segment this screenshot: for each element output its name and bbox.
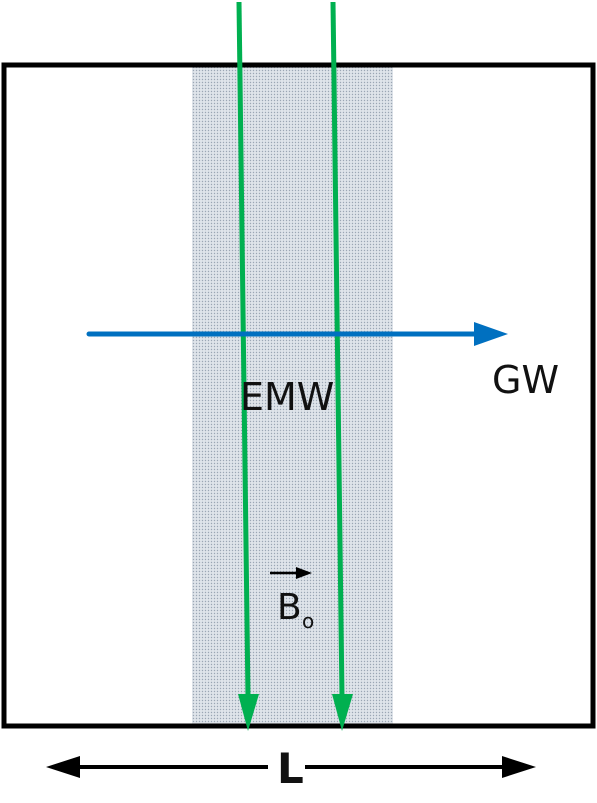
emw-arrow-left xyxy=(236,1,259,731)
length-arrow xyxy=(46,756,536,778)
field-symbol: B xyxy=(277,587,302,628)
emw-arrow-right xyxy=(330,1,353,731)
field-subscript: o xyxy=(302,609,314,633)
emw-label: EMW xyxy=(240,375,334,419)
cavity-frame xyxy=(1,62,596,729)
field-vector-arrow xyxy=(270,567,312,579)
length-label: L xyxy=(277,744,304,793)
gw-label: GW xyxy=(492,358,559,402)
emw-band xyxy=(192,65,393,726)
gw-arrow xyxy=(86,322,508,346)
